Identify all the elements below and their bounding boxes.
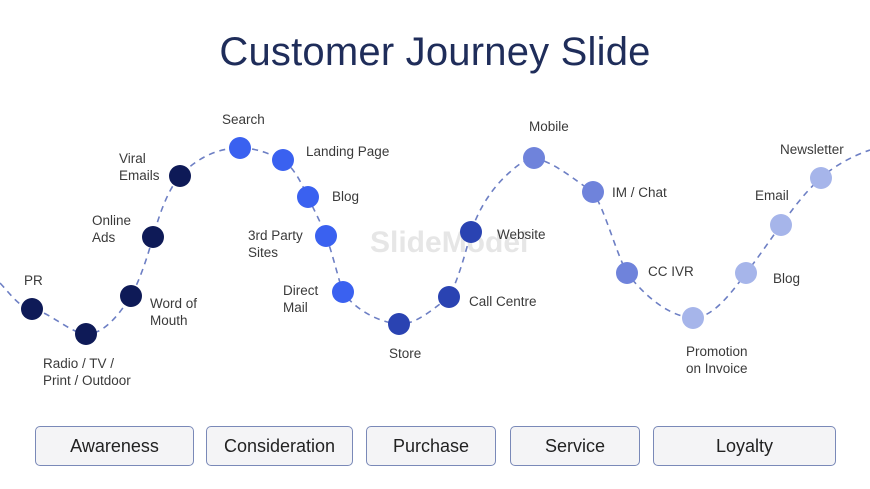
journey-diagram: SlideModel PR Radio / TV /Print / Outdoor… [0, 112, 870, 388]
slide-title: Customer Journey Slide [219, 30, 651, 74]
touchpoint-dot-word-of-mouth [120, 285, 142, 307]
touchpoint-dot-blog [297, 186, 319, 208]
touchpoint-dot-blog [735, 262, 757, 284]
touchpoint-label-pr: PR [24, 273, 43, 288]
stage-awareness: Awareness [35, 426, 194, 466]
touchpoint-label-blog: Blog [773, 271, 800, 286]
touchpoint-dot-direct-mail [332, 281, 354, 303]
touchpoint-dot-radio-tv-print-outdoor [75, 323, 97, 345]
touchpoint-dot-viral-emails [169, 165, 191, 187]
touchpoint-dot-im-chat [582, 181, 604, 203]
stage-purchase: Purchase [366, 426, 496, 466]
touchpoint-label-mobile: Mobile [529, 119, 569, 134]
touchpoint-dot-email [770, 214, 792, 236]
stage-consideration: Consideration [206, 426, 353, 466]
touchpoint-dot-store [388, 313, 410, 335]
touchpoint-label-website: Website [497, 227, 546, 242]
touchpoint-dot-3rd-party-sites [315, 225, 337, 247]
touchpoint-dot-search [229, 137, 251, 159]
watermark: SlideModel [370, 226, 528, 259]
touchpoint-dot-call-centre [438, 286, 460, 308]
touchpoint-label-email: Email [755, 188, 789, 203]
touchpoint-dot-website [460, 221, 482, 243]
touchpoint-dot-mobile [523, 147, 545, 169]
touchpoint-label-im-chat: IM / Chat [612, 185, 667, 200]
touchpoint-label-blog: Blog [332, 189, 359, 204]
stage-service: Service [510, 426, 640, 466]
touchpoint-dot-landing-page [272, 149, 294, 171]
touchpoint-dot-pr [21, 298, 43, 320]
touchpoint-label-search: Search [222, 112, 265, 127]
touchpoint-label-newsletter: Newsletter [780, 142, 844, 157]
touchpoint-dot-online-ads [142, 226, 164, 248]
touchpoint-dot-promotion-on-invoice [682, 307, 704, 329]
touchpoint-dot-cc-ivr [616, 262, 638, 284]
touchpoint-label-cc-ivr: CC IVR [648, 264, 694, 279]
touchpoint-label-call-centre: Call Centre [469, 294, 537, 309]
touchpoint-label-store: Store [389, 346, 421, 361]
stage-loyalty: Loyalty [653, 426, 836, 466]
touchpoint-dot-newsletter [810, 167, 832, 189]
touchpoint-label-landing-page: Landing Page [306, 144, 389, 159]
touchpoint-label-radio-tv-print-outdoor: Radio / TV /Print / Outdoor [43, 356, 131, 388]
